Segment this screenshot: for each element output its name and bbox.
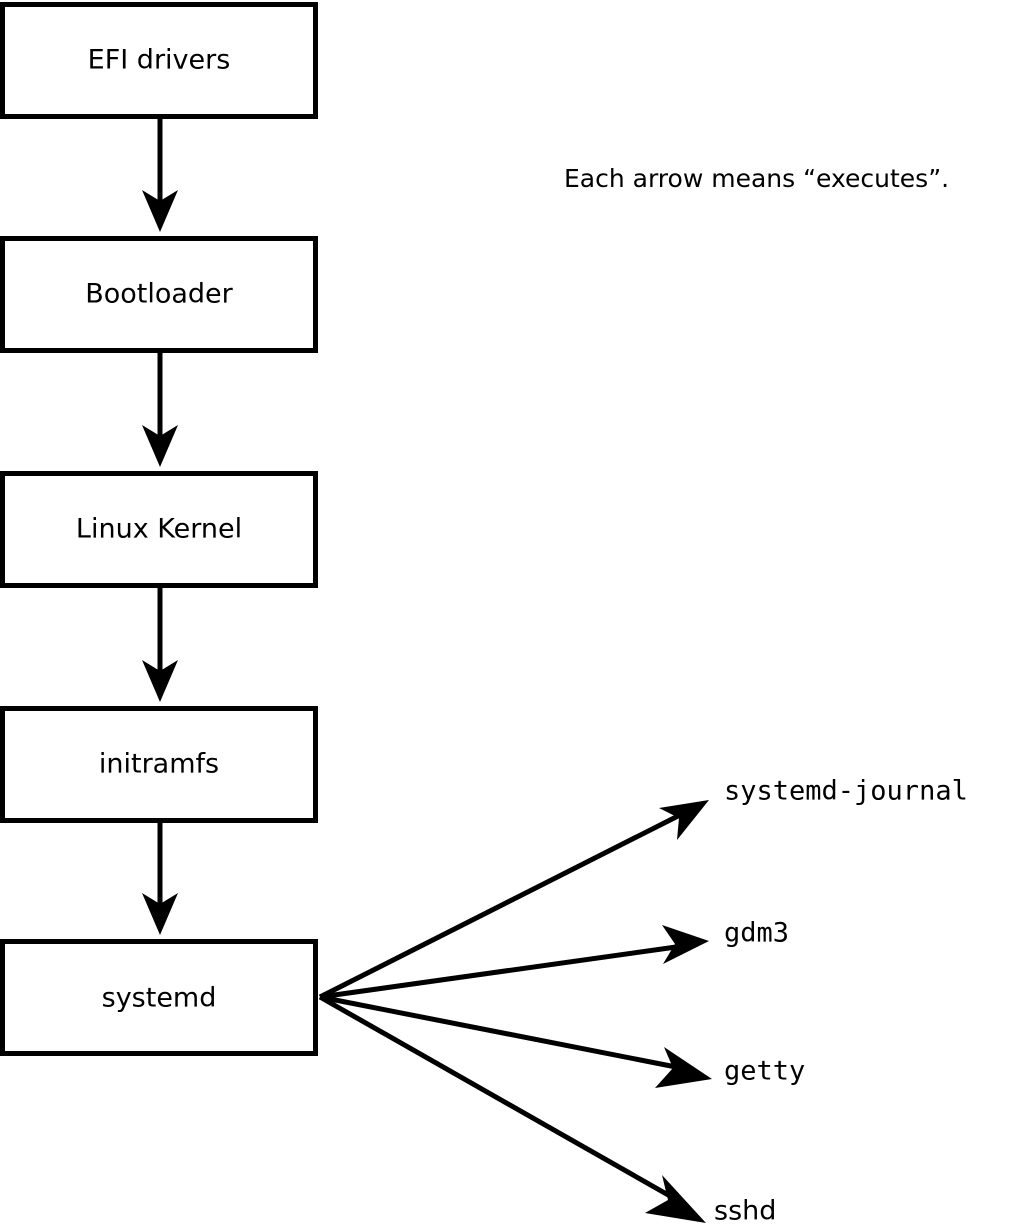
node-box bbox=[0, 2, 318, 119]
service-label-gdm3[interactable]: gdm3 bbox=[724, 918, 789, 949]
arrow-bootloader-to-kernel bbox=[142, 352, 178, 467]
arrow-efi-to-bootloader bbox=[142, 118, 178, 232]
arrow-systemd-to-gdm3 bbox=[319, 925, 709, 1000]
arrow-head-icon bbox=[655, 1047, 712, 1088]
node-box bbox=[0, 236, 318, 353]
node-box bbox=[0, 706, 318, 823]
node-box bbox=[0, 939, 318, 1056]
service-label-sshd[interactable]: sshd bbox=[714, 1196, 776, 1227]
arrow-head-icon bbox=[142, 893, 178, 935]
node-label: systemd bbox=[102, 983, 217, 1014]
node-label: EFI drivers bbox=[88, 45, 231, 76]
arrow-systemd-to-systemd-journal bbox=[318, 800, 709, 1000]
node-box bbox=[0, 471, 318, 588]
service-label-systemd-journal[interactable]: systemd-journal bbox=[724, 776, 968, 807]
arrow-kernel-to-initramfs bbox=[142, 587, 178, 702]
node-label: initramfs bbox=[99, 749, 219, 780]
legend-caption: Each arrow means “executes”. bbox=[564, 164, 949, 193]
arrow-head-icon bbox=[659, 800, 709, 840]
node-label: Bootloader bbox=[85, 279, 233, 310]
arrow-systemd-to-sshd bbox=[318, 994, 706, 1223]
node-linux-kernel[interactable]: Linux Kernel bbox=[0, 471, 318, 588]
node-label: Linux Kernel bbox=[76, 514, 242, 545]
service-label-getty[interactable]: getty bbox=[724, 1056, 805, 1087]
node-initramfs[interactable]: initramfs bbox=[0, 706, 318, 823]
arrow-head-icon bbox=[645, 1175, 706, 1223]
node-systemd[interactable]: systemd bbox=[0, 939, 318, 1056]
arrow-head-icon bbox=[142, 660, 178, 702]
node-bootloader[interactable]: Bootloader bbox=[0, 236, 318, 353]
node-efi-drivers[interactable]: EFI drivers bbox=[0, 2, 318, 119]
arrow-head-icon bbox=[662, 925, 709, 964]
arrow-head-icon bbox=[142, 190, 178, 232]
arrow-head-icon bbox=[142, 425, 178, 467]
arrow-initramfs-to-systemd bbox=[142, 822, 178, 935]
arrow-systemd-to-getty bbox=[319, 994, 712, 1088]
